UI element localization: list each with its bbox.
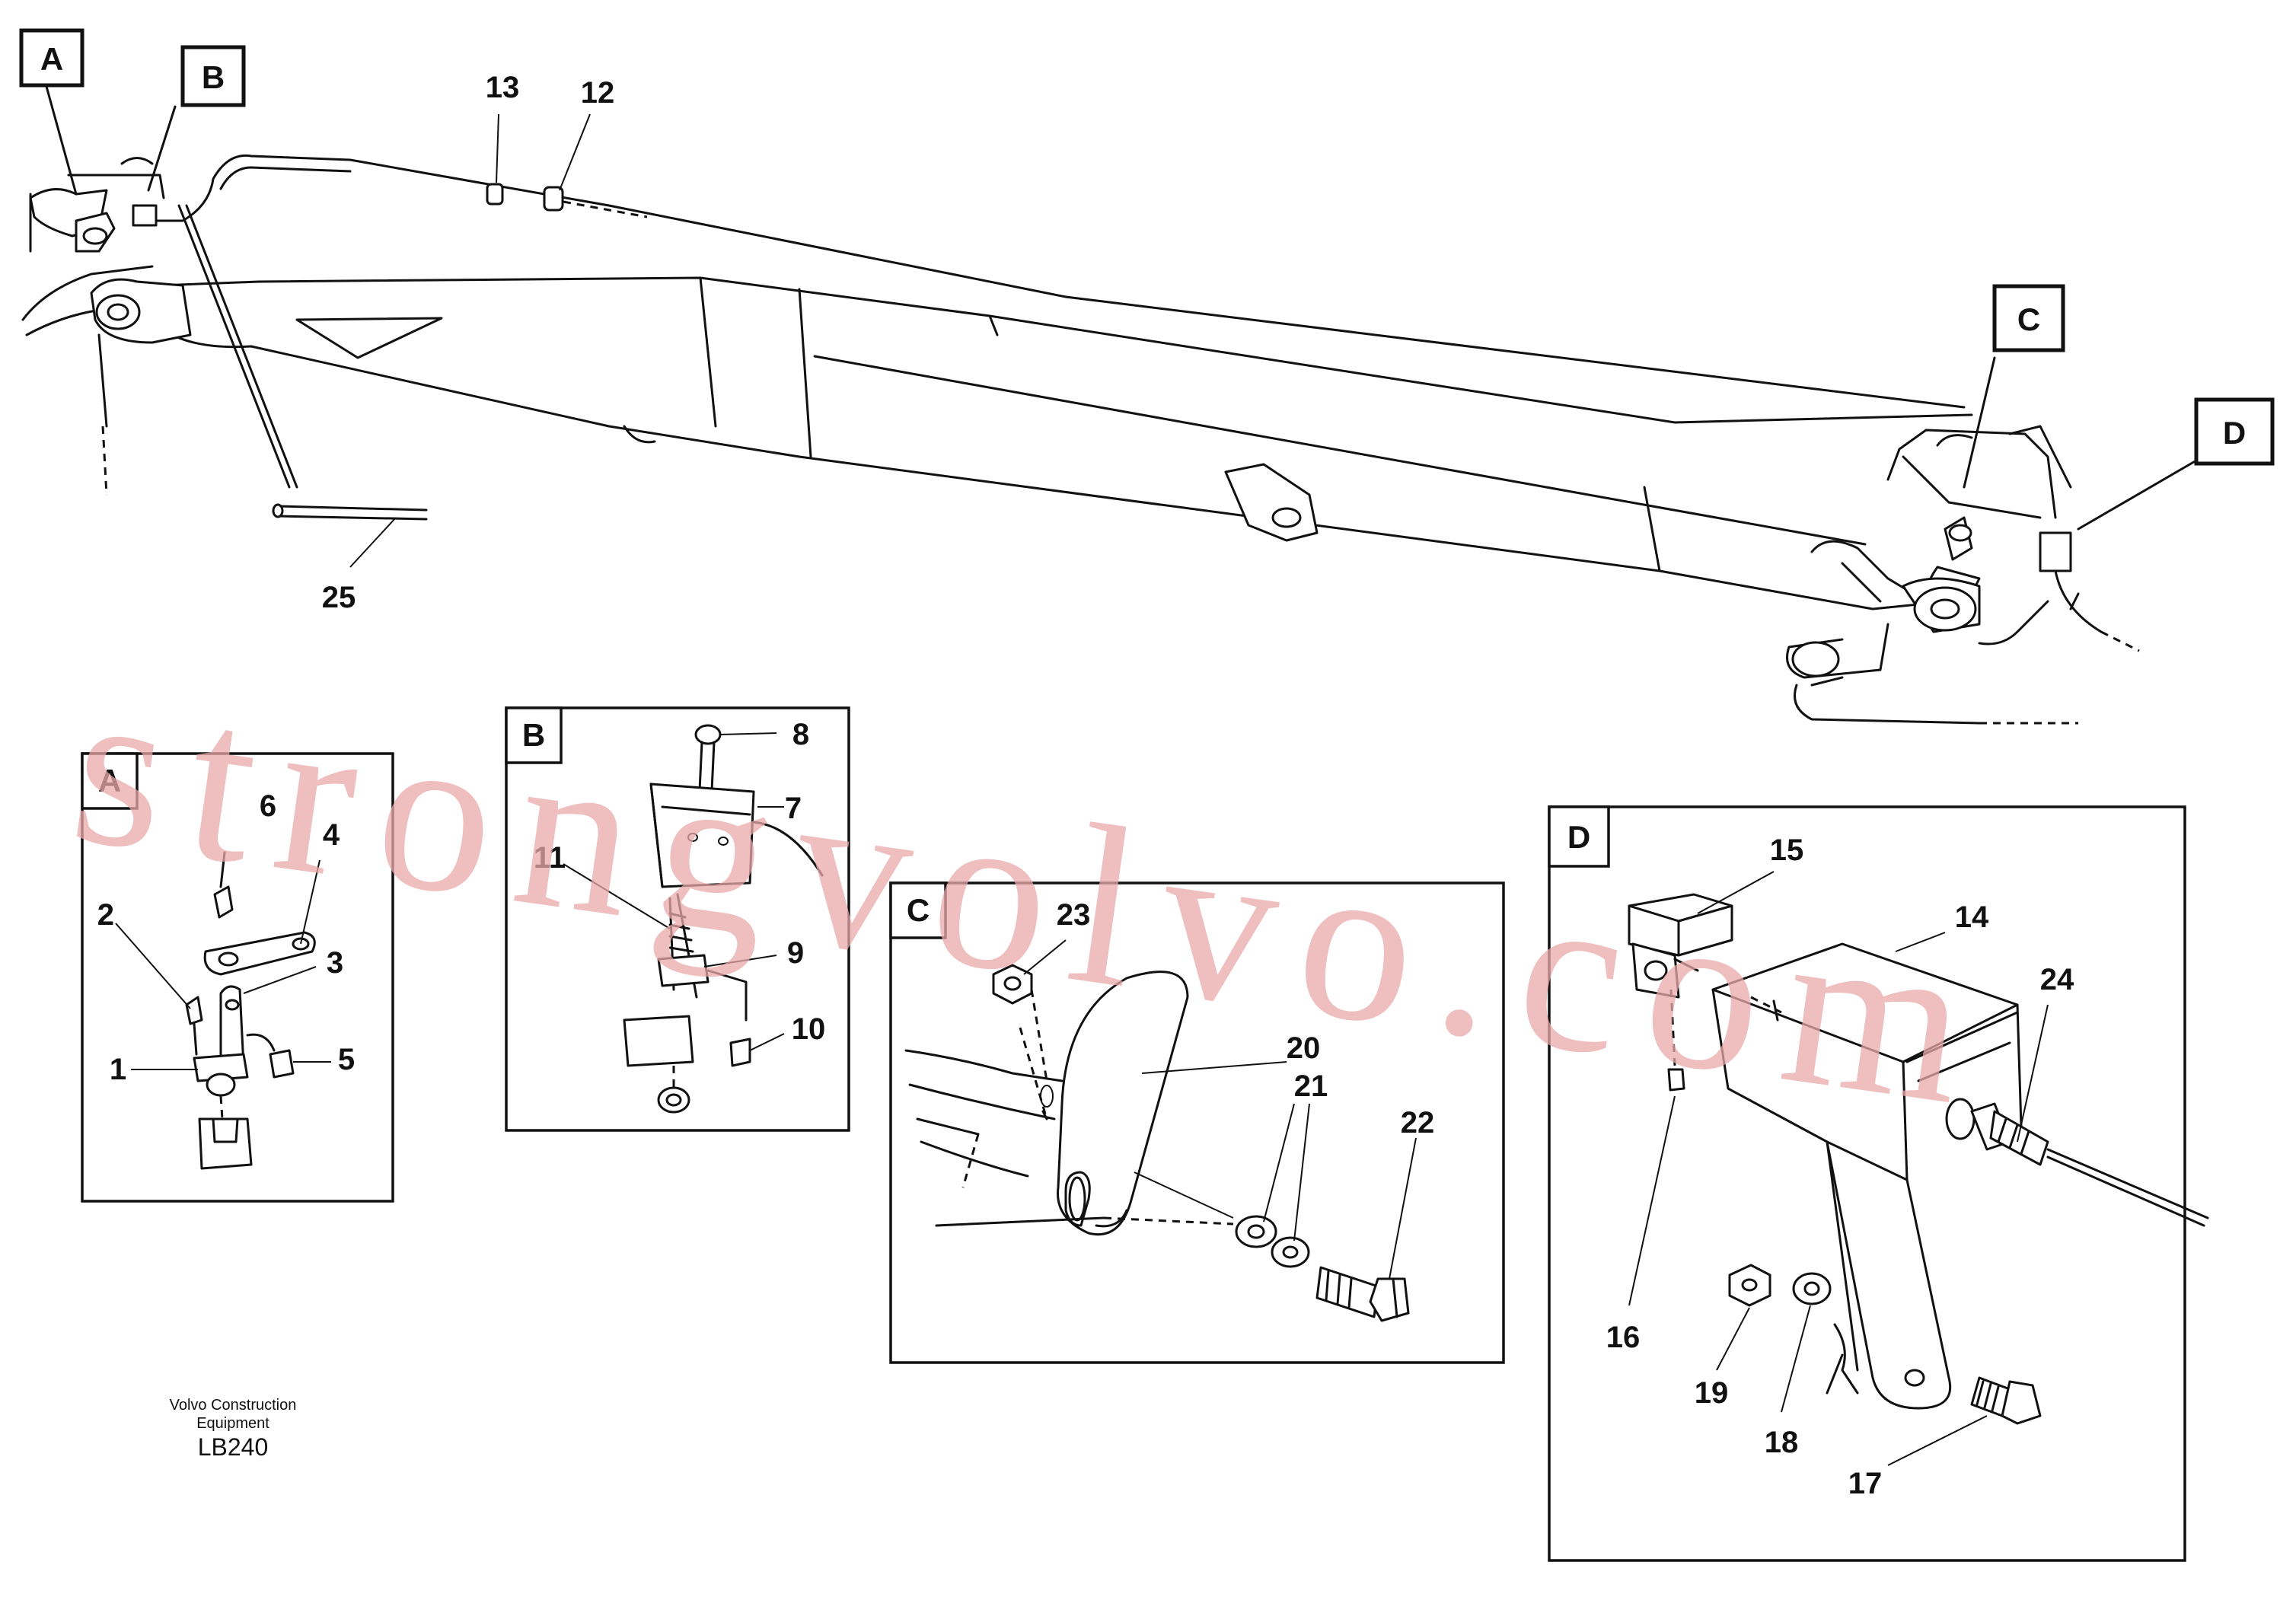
watermark: strongvolvo.com <box>60 636 2006 1156</box>
part-number-5: 5 <box>338 1043 355 1076</box>
detail-c-tag: C <box>907 892 930 928</box>
part-number-9: 9 <box>787 936 804 970</box>
detail-d-tag: D <box>1567 819 1590 855</box>
detail-a-tag: A <box>98 763 121 798</box>
part-number-13: 13 <box>486 71 520 104</box>
part-number-11: 11 <box>534 841 566 875</box>
part-number-1: 1 <box>110 1053 126 1086</box>
callout-a-box <box>19 28 85 88</box>
detail-c-frame <box>889 881 1505 1364</box>
detail-b: B 8 7 11 9 10 <box>505 706 850 1132</box>
detail-c: C 23 20 <box>889 881 1505 1364</box>
part-number-7: 7 <box>785 792 802 825</box>
caption-line-2: Equipment <box>196 1415 269 1432</box>
detail-d: D <box>1548 805 2209 1562</box>
detail-a: A 2 6 4 3 1 5 <box>81 752 394 1203</box>
part-number-15: 15 <box>1770 834 1804 867</box>
part-number-10: 10 <box>792 1012 826 1046</box>
callout-d-box <box>2194 397 2275 466</box>
part-number-17: 17 <box>1848 1467 1883 1500</box>
caption: Volvo Construction Equipment LB240 <box>170 1397 297 1461</box>
part-number-23: 23 <box>1057 898 1091 932</box>
detail-d-tag-box <box>1548 805 1610 868</box>
part-number-19: 19 <box>1695 1376 1729 1410</box>
caption-code: LB240 <box>198 1433 269 1461</box>
callout-d-label: D <box>2223 415 2246 451</box>
part-number-22: 22 <box>1401 1106 1435 1140</box>
detail-a-frame <box>81 752 394 1203</box>
part-number-18: 18 <box>1765 1426 1799 1459</box>
part-number-24: 24 <box>2040 963 2074 996</box>
main-callout-tags: A B C D <box>19 28 2275 466</box>
callout-a-label: A <box>40 41 63 77</box>
detail-b-tag-box <box>505 706 563 764</box>
callout-c-box <box>1992 284 2065 352</box>
part-number-3: 3 <box>327 946 343 980</box>
part-number-4: 4 <box>323 818 340 852</box>
detail-d-frame <box>1548 805 2186 1562</box>
part-number-20: 20 <box>1287 1031 1321 1065</box>
part-number-16: 16 <box>1606 1321 1641 1354</box>
part-number-8: 8 <box>792 718 809 751</box>
callout-b-label: B <box>202 59 225 95</box>
part-number-21: 21 <box>1294 1069 1328 1103</box>
part-number-2: 2 <box>97 898 114 932</box>
detail-b-frame <box>505 706 850 1132</box>
callout-c-label: C <box>2017 301 2040 337</box>
detail-b-tag: B <box>522 717 545 753</box>
main-leaders <box>44 82 2198 568</box>
detail-c-tag-box <box>889 881 947 939</box>
part-number-12: 12 <box>581 76 615 110</box>
part-number-14: 14 <box>1955 901 1989 934</box>
caption-line-1: Volvo Construction <box>170 1397 297 1414</box>
detail-a-tag-box <box>81 752 139 810</box>
part-number-6: 6 <box>260 789 276 823</box>
callout-b-box <box>180 45 246 107</box>
part-number-25: 25 <box>322 581 356 614</box>
boom-assembly <box>21 154 2140 725</box>
